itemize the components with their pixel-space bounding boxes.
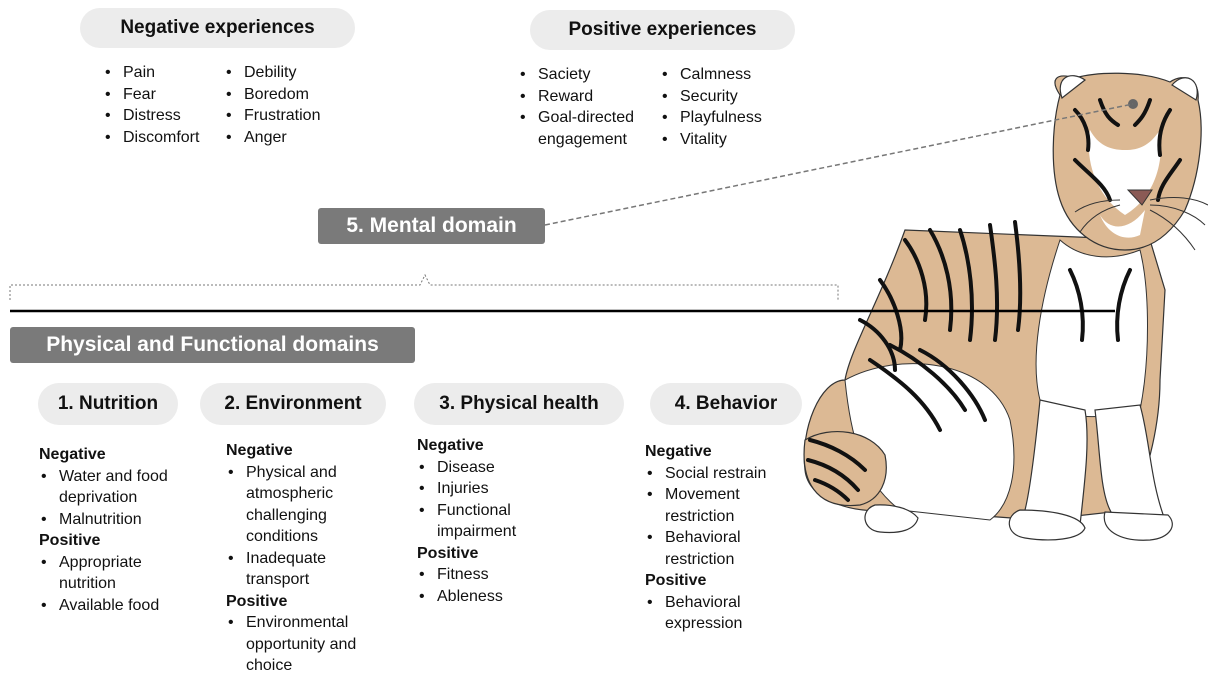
positive-heading: Positive: [645, 572, 707, 589]
list-item: Distress: [103, 105, 199, 127]
domain-title-physical-health: 3. Physical health: [414, 383, 624, 425]
list-item: Functional impairment: [417, 500, 557, 543]
list-item: Ableness: [417, 586, 557, 608]
list-item: Fear: [103, 84, 199, 106]
list-item: Water and food deprivation: [39, 466, 169, 509]
list-item: Reward: [518, 86, 653, 108]
domain-title-behavior: 4. Behavior: [650, 383, 802, 425]
list-item: Frustration: [224, 105, 320, 127]
negative-list: DiseaseInjuriesFunctional impairment: [417, 457, 557, 543]
list-item: Disease: [417, 457, 557, 479]
positive-list: Environmental opportunity and choice: [226, 612, 376, 677]
domain-environment: NegativePhysical and atmospheric challen…: [226, 440, 376, 677]
positive-experiences-list-1: SacietyRewardGoal-directed engagement: [518, 64, 653, 150]
list-item: Calmness: [660, 64, 762, 86]
list-item: Vitality: [660, 129, 762, 151]
negative-heading: Negative: [226, 442, 293, 459]
positive-list: FitnessAbleness: [417, 564, 557, 607]
list-item: Social restrain: [645, 463, 795, 485]
negative-experiences-title: Negative experiences: [80, 8, 355, 48]
list-item: Boredom: [224, 84, 320, 106]
list-item: Injuries: [417, 478, 557, 500]
list-item: Appropriate nutrition: [39, 552, 169, 595]
domain-title-nutrition: 1. Nutrition: [38, 383, 178, 425]
negative-heading: Negative: [645, 443, 712, 460]
physical-functional-label: Physical and Functional domains: [10, 327, 415, 363]
list-item: Discomfort: [103, 127, 199, 149]
list-item: Malnutrition: [39, 509, 169, 531]
list-item: Anger: [224, 127, 320, 149]
list-item: Pain: [103, 62, 199, 84]
list-item: Playfulness: [660, 107, 762, 129]
list-item: Inadequate transport: [226, 548, 376, 591]
mental-domain-label: 5. Mental domain: [318, 208, 545, 244]
list-item: Behavioral restriction: [645, 527, 795, 570]
negative-heading: Negative: [39, 446, 106, 463]
positive-heading: Positive: [417, 544, 479, 562]
list-item: Available food: [39, 595, 169, 617]
list-item: Debility: [224, 62, 320, 84]
mental-bracket: [9, 273, 839, 300]
domain-nutrition: NegativeWater and food deprivationMalnut…: [39, 444, 169, 616]
list-item: Saciety: [518, 64, 653, 86]
positive-experiences-list-2: CalmnessSecurityPlayfulnessVitality: [660, 64, 762, 150]
negative-list: Water and food deprivationMalnutrition: [39, 466, 169, 531]
list-item: Physical and atmospheric challenging con…: [226, 462, 376, 548]
mental-connector-line: [544, 103, 1134, 226]
positive-list: Behavioral expression: [645, 592, 795, 635]
domain-behavior: NegativeSocial restrainMovement restrict…: [645, 441, 795, 635]
list-item: Fitness: [417, 564, 557, 586]
list-item: Goal-directed engagement: [518, 107, 653, 150]
list-item: Behavioral expression: [645, 592, 795, 635]
positive-heading: Positive: [226, 592, 288, 610]
list-item: Environmental opportunity and choice: [226, 612, 376, 677]
domain-physical-health: NegativeDiseaseInjuriesFunctional impair…: [417, 435, 557, 607]
negative-experiences-list-1: PainFearDistressDiscomfort: [103, 62, 199, 148]
negative-experiences-list-2: DebilityBoredomFrustrationAnger: [224, 62, 320, 148]
positive-list: Appropriate nutritionAvailable food: [39, 552, 169, 617]
negative-list: Social restrainMovement restrictionBehav…: [645, 463, 795, 571]
positive-heading: Positive: [39, 532, 101, 549]
negative-heading: Negative: [417, 437, 484, 454]
list-item: Movement restriction: [645, 484, 795, 527]
negative-list: Physical and atmospheric challenging con…: [226, 462, 376, 591]
positive-experiences-title: Positive experiences: [530, 10, 795, 50]
list-item: Security: [660, 86, 762, 108]
domain-title-environment: 2. Environment: [200, 383, 386, 425]
tiger-illustration: [803, 72, 1208, 541]
